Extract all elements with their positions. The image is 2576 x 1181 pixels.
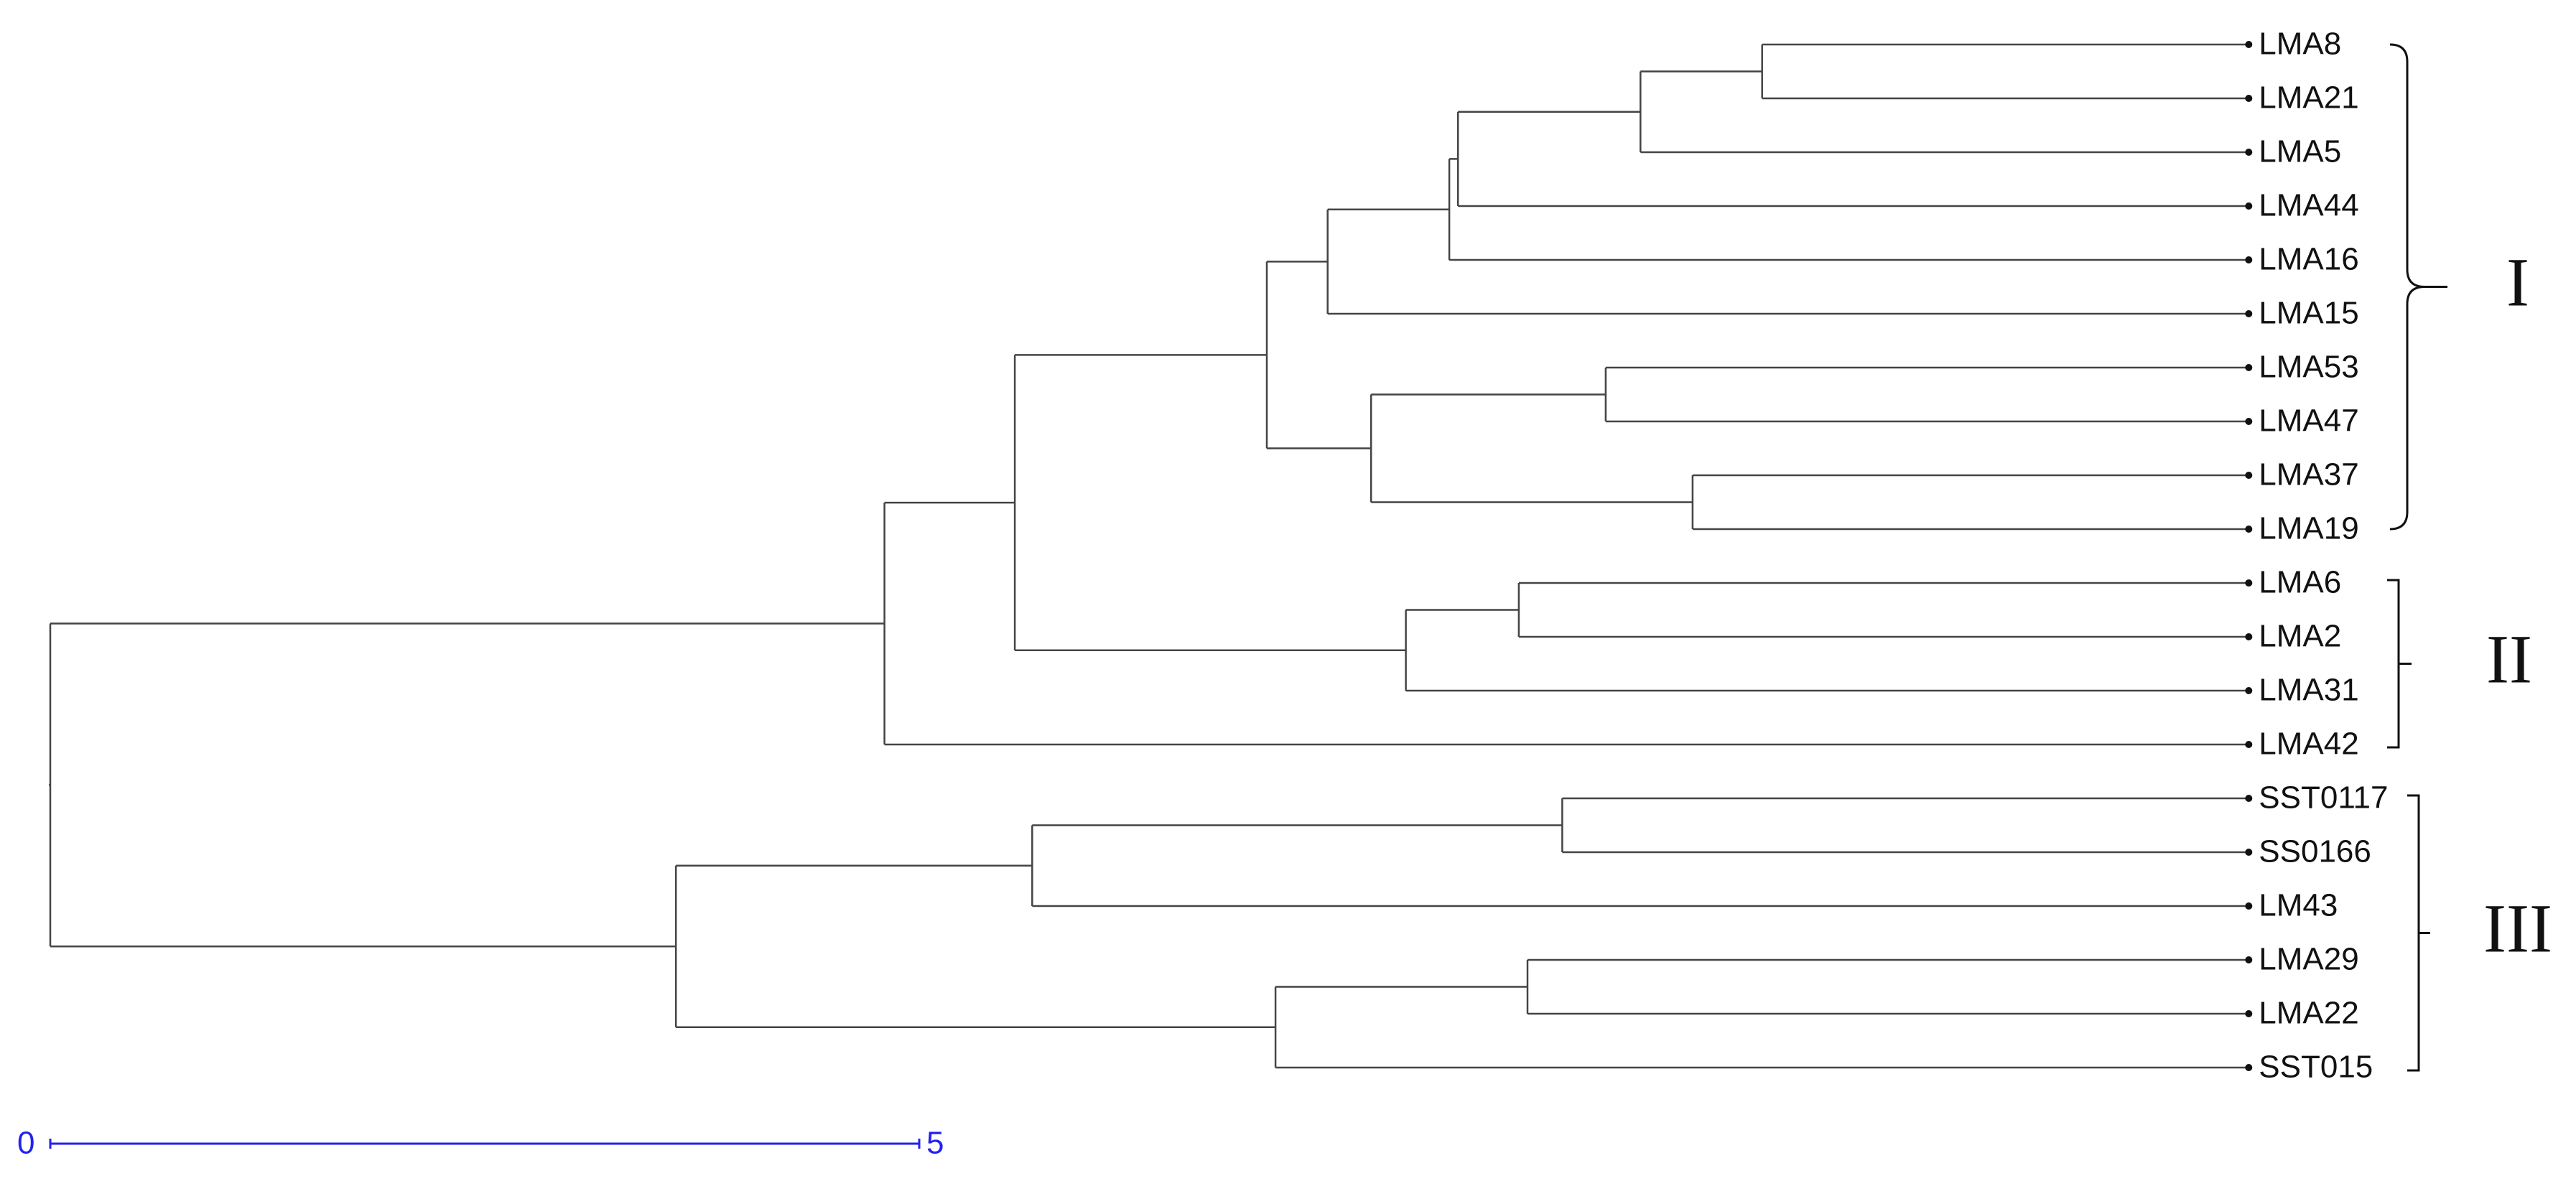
- cluster-label: I: [2506, 244, 2529, 321]
- leaf-dot: [2245, 1010, 2253, 1017]
- cluster-label: III: [2483, 890, 2552, 967]
- leaf-label: LMA5: [2259, 134, 2341, 169]
- leaf-label: LMA15: [2259, 296, 2358, 331]
- leaf-label: SS0166: [2259, 834, 2371, 869]
- leaf-dot: [2245, 418, 2253, 425]
- leaf-label: LMA22: [2259, 996, 2358, 1031]
- leaf-label: LMA47: [2259, 403, 2358, 439]
- leaf-dot: [2245, 364, 2253, 371]
- leaf-label: LMA31: [2259, 673, 2358, 708]
- leaf-label: LMA2: [2259, 619, 2341, 654]
- leaf-dot: [2245, 310, 2253, 317]
- leaf-dot: [2245, 741, 2253, 748]
- leaf-dot: [2245, 902, 2253, 910]
- leaf-dot: [2245, 1064, 2253, 1071]
- leaf-label: LM43: [2259, 888, 2338, 923]
- leaf-label: LMA44: [2259, 188, 2358, 223]
- leaf-dot: [2245, 202, 2253, 210]
- leaf-label: LMA21: [2259, 80, 2358, 116]
- cluster-brace-I: [2389, 43, 2425, 531]
- leaf-label: SST015: [2259, 1050, 2373, 1085]
- leaf-label: SST0117: [2259, 780, 2388, 816]
- leaf-dot: [2245, 849, 2253, 856]
- scale-bar: 0 5: [17, 1126, 944, 1161]
- leaf-dot: [2245, 41, 2253, 48]
- leaf-label: LMA6: [2259, 565, 2341, 600]
- cluster-label: II: [2486, 621, 2532, 698]
- leaf-label: LMA37: [2259, 457, 2358, 493]
- scale-bar-end-label: 5: [926, 1126, 944, 1161]
- leaf-dot: [2245, 956, 2253, 963]
- leaf-label: LMA19: [2259, 511, 2358, 546]
- scale-bar-start-label: 0: [17, 1126, 34, 1161]
- leaf-label: LMA53: [2259, 350, 2358, 385]
- leaf-dot: [2245, 687, 2253, 694]
- leaf-dot: [2245, 256, 2253, 263]
- leaf-dot: [2245, 579, 2253, 587]
- leaf-dot: [2245, 795, 2253, 802]
- cluster-bracket-III: [2407, 794, 2420, 1072]
- leaf-dot: [2245, 633, 2253, 640]
- branch-lines: [49, 43, 2249, 1069]
- leaf-dot: [2245, 149, 2253, 156]
- leaf-label: LMA8: [2259, 27, 2341, 62]
- leaf-dot: [2245, 95, 2253, 102]
- leaf-labels: LMA8LMA21LMA5LMA44LMA16LMA15LMA53LMA47LM…: [2245, 27, 2389, 1085]
- leaf-label: LMA29: [2259, 942, 2358, 977]
- leaf-label: LMA42: [2259, 727, 2358, 762]
- leaf-dot: [2245, 472, 2253, 479]
- leaf-dot: [2245, 526, 2253, 533]
- cluster-bracket-II: [2387, 579, 2400, 749]
- leaf-label: LMA16: [2259, 242, 2358, 277]
